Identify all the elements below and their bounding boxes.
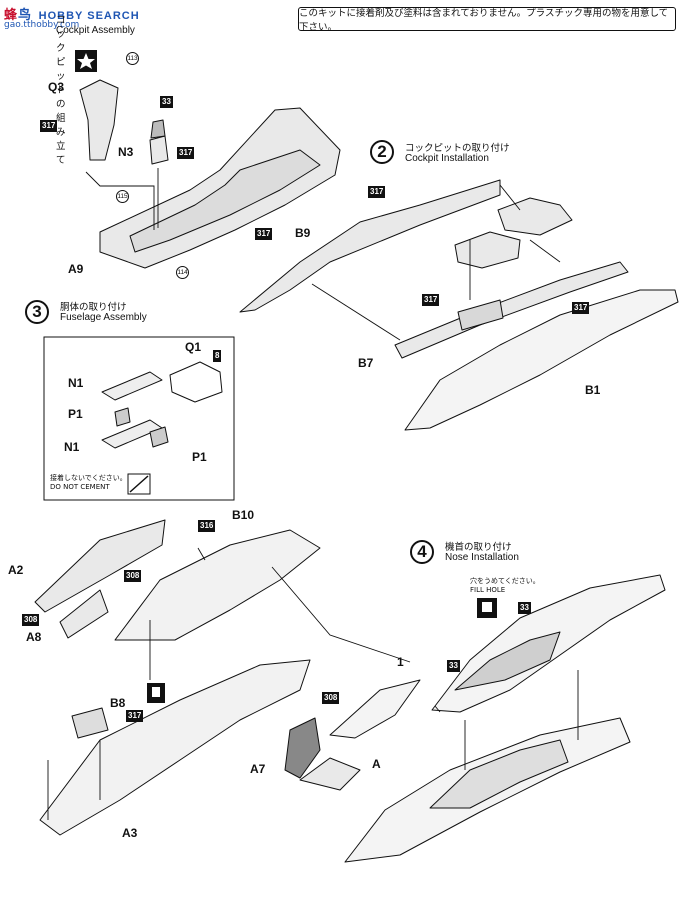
watermark-logo: 蜂鸟 HOBBY SEARCH: [4, 4, 140, 23]
step3-jp: 胴体の取り付け: [60, 302, 127, 313]
fuselage-lower-a3: [39, 659, 311, 836]
part-n1-bottom: N1: [64, 440, 80, 454]
gear-frame-q1: [169, 361, 223, 403]
step3-en: Fuselage Assembly: [60, 312, 147, 323]
decal-number: 114: [176, 266, 189, 279]
part-a: A: [372, 757, 381, 771]
cockpit-tub-inner: [129, 149, 321, 253]
step1-en: Cockpit Assembly: [56, 25, 135, 36]
seat-n3-top: [150, 119, 166, 139]
gear-block-p1b: [149, 426, 169, 448]
gear-bar-n1-top: [101, 371, 163, 401]
seat-q3: [79, 79, 119, 161]
part-b10: B10: [232, 508, 255, 522]
part-n3: N3: [118, 145, 134, 159]
wing-a: [299, 757, 361, 791]
wing-1: [329, 679, 421, 739]
step3-number: 3: [25, 300, 49, 324]
step2-en: Cockpit Installation: [405, 153, 489, 164]
part-q1: Q1: [185, 340, 202, 354]
deck-part: [457, 299, 504, 331]
seat-n3: [149, 135, 169, 165]
part-q3: Q3: [48, 80, 65, 94]
fill-hole-note: 穴をうめてください。 FILL HOLE: [470, 577, 540, 595]
part-b8: [71, 707, 109, 739]
color-badge-33: 33: [518, 602, 531, 614]
color-badge-308: 308: [22, 614, 40, 626]
decal-number: 113: [126, 52, 139, 65]
watermark-logo-text: HOBBY SEARCH: [38, 10, 140, 22]
notice-box: このキットに接着剤及び塗料は含まれておりません。プラスチック専用の物を用意して下…: [298, 7, 676, 33]
part-b8: B8: [110, 696, 126, 710]
color-badge-33: 33: [447, 660, 460, 672]
step2-number: 2: [370, 140, 394, 164]
step4-jp: 機首の取り付け: [445, 542, 512, 553]
panel-a2: [34, 519, 166, 613]
part-a8: A8: [26, 630, 42, 644]
fill-hole-jp: 穴をうめてください。: [470, 577, 540, 585]
color-badge-308: 308: [124, 570, 142, 582]
step4-number: 4: [410, 540, 434, 564]
wing-a7: [284, 717, 321, 779]
canopy-4: [454, 631, 561, 691]
part-a7: A7: [250, 762, 266, 776]
no-cement-en: DO NOT CEMENT: [50, 483, 110, 491]
part-p1-right: P1: [192, 450, 207, 464]
cockpit-4-lower: [429, 739, 569, 809]
color-badge-317: 317: [177, 147, 195, 159]
part-n1-top: N1: [68, 376, 84, 390]
cockpit-deck-b7: [394, 261, 629, 359]
part-p1-left: P1: [68, 407, 83, 421]
step1-jp: コックピットの組み立て: [56, 15, 66, 166]
no-cement-jp: 接着しないでください。: [50, 474, 127, 482]
watermark-url: gao.tthobby.com: [4, 20, 80, 30]
seat-block-lower: [454, 231, 521, 269]
part-a3: A3: [122, 826, 138, 840]
color-badge-317: 317: [40, 120, 58, 132]
cockpit-side-b9: [239, 179, 501, 313]
color-badge-308: 308: [322, 692, 340, 704]
part-b9: B9: [295, 226, 311, 240]
part-b7: B7: [358, 356, 374, 370]
fill-hole-en: FILL HOLE: [470, 586, 506, 594]
watermark-logo-a: 蜂: [4, 7, 19, 22]
step2-jp: コックピットの取り付け: [405, 143, 510, 154]
part-a2: A2: [8, 563, 24, 577]
gear-block-p1: [114, 407, 131, 427]
decal-number: 115: [116, 190, 129, 203]
nose-b1: [404, 289, 679, 431]
color-badge-8: 8: [213, 350, 222, 362]
part-a9: A9: [68, 262, 84, 276]
color-badge-317: 317: [255, 228, 273, 240]
watermark-logo-b: 鸟: [18, 7, 33, 22]
seat-block-upper: [497, 197, 573, 236]
color-badge-317: 317: [422, 294, 440, 306]
step4-en: Nose Installation: [445, 552, 519, 563]
panel-a8: [59, 589, 109, 639]
color-badge-317: 317: [572, 302, 590, 314]
color-badge-317: 317: [126, 710, 144, 722]
step3-box: [43, 336, 235, 501]
part-1: 1: [397, 655, 404, 669]
no-cement-note: 接着しないでください。 DO NOT CEMENT: [50, 474, 127, 492]
color-badge-317: 317: [368, 186, 386, 198]
part-b1: B1: [585, 383, 601, 397]
fuselage-b10: [114, 529, 321, 641]
color-badge-33: 33: [160, 96, 173, 108]
color-badge-316: 316: [198, 520, 216, 532]
